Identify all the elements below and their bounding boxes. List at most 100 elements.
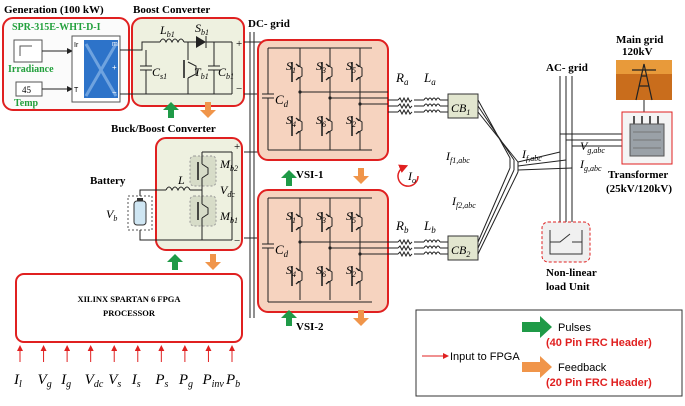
fpga-input-label: Vdc [85, 372, 104, 390]
vsi1-feedback-arrow [353, 168, 369, 184]
buckboost-inductor-icon [165, 186, 191, 192]
pv-module-name: SPR-315E-WHT-D-I [12, 22, 101, 33]
vsi1-switch-2: S3 [316, 59, 333, 82]
vsi2-switch-3: S5 [346, 209, 363, 232]
vsi1-switch-label: S6 [316, 113, 326, 129]
legend-pulses-header: (40 Pin FRC Header) [546, 337, 652, 349]
fpga-block [15, 273, 243, 343]
port-plus: + [112, 63, 117, 72]
mb2-label: Mb2 [219, 157, 238, 173]
buckboost-title: Buck/Boost Converter [111, 123, 216, 135]
cb2-label: CB2 [451, 243, 470, 259]
port-ir: Ir [74, 42, 79, 49]
vsi1-cd-label: Cd [275, 92, 289, 109]
legend-feedback-header: (20 Pin FRC Header) [546, 377, 652, 389]
main-grid-title: Main grid [616, 34, 663, 46]
fpga-input-label: Il [13, 372, 22, 390]
temp-label: Temp [14, 98, 39, 109]
boost-cs-label: Cs1 [152, 65, 167, 81]
buckboost-plus: + [234, 141, 240, 153]
generation-title: Generation (100 kW) [4, 4, 104, 16]
vsi1-switch-label: S2 [346, 113, 356, 129]
buckboost-block [155, 137, 243, 251]
vsi2-switch-label: S6 [316, 263, 326, 279]
temp-value: 45 [22, 85, 32, 95]
boost-minus: − [236, 83, 242, 95]
fpga-input-label: Vg [38, 372, 52, 390]
boost-feedback-arrow [200, 102, 216, 118]
main-grid-voltage: 120kV [622, 46, 653, 58]
irradiance-source [13, 39, 43, 63]
rb-label: Rb [395, 218, 409, 235]
vsi1-switch-label: S3 [316, 59, 326, 75]
vsi1-label: VSI-1 [296, 169, 324, 181]
cb1-label: CB1 [451, 101, 470, 117]
transmission-tower-icon [632, 63, 656, 101]
fpga-input-label: Ig [60, 372, 71, 390]
vsi2-switch-6: S2 [346, 263, 363, 286]
port-minus: − [112, 88, 117, 97]
fpga-input-label: Is [131, 372, 141, 390]
vsi2-pulse-arrow [281, 310, 297, 326]
cb1-breaker [447, 93, 479, 119]
boost-l-label: Lb1 [159, 23, 175, 39]
vsi2-cd-label: Cd [275, 242, 289, 259]
vsi1-switch-label: S4 [286, 113, 296, 129]
vg-label: Vg,abc [580, 139, 605, 155]
buckboost-feedback-arrow [205, 254, 221, 270]
fpga-input-label: Pg [178, 372, 193, 390]
vb-label: Vb [106, 207, 117, 223]
io-label: Io [407, 169, 416, 185]
vdc-label: Vdc [220, 183, 235, 199]
vsi1-switch-1: S1 [286, 59, 303, 82]
mb1-label: Mb1 [219, 209, 238, 225]
fpga-input-label: Pb [225, 372, 240, 390]
boost-t-label: Tb1 [194, 65, 209, 81]
legend-feedback-label: Feedback [558, 362, 607, 374]
vsi2-switch-1: S1 [286, 209, 303, 232]
filter2-three-phase-wires [388, 238, 448, 258]
transformer-title: Transformer [608, 169, 668, 181]
irradiance-label: Irradiance [8, 64, 54, 75]
nonlinear-load-block [541, 221, 591, 263]
transformer-rating: (25kV/120kV) [606, 183, 672, 195]
legend-input-label: Input to FPGA [450, 351, 520, 363]
port-m: m [112, 41, 118, 48]
if1-label: If1,abc [445, 149, 470, 165]
if-wires [517, 151, 573, 171]
filter1-three-phase-wires [388, 96, 448, 116]
boost-diode-icon [196, 36, 206, 48]
fpga-input-label: Pinv [201, 372, 224, 390]
ra-label: Ra [395, 70, 409, 87]
battery-label: Battery [90, 175, 126, 187]
load-title: Non-linear [546, 267, 597, 279]
vsi1-switch-3: S5 [346, 59, 363, 82]
vsi2-feedback-arrow [353, 310, 369, 326]
ac-grid-label: AC- grid [546, 62, 588, 74]
vsi1-switch-4: S4 [286, 113, 303, 136]
pv-panel-reflection [84, 43, 118, 97]
lb-label: Lb [423, 218, 436, 235]
step-signal-icon [19, 45, 32, 56]
buckboost-l-label: L [177, 173, 185, 187]
vsi2-switch-label: S3 [316, 209, 326, 225]
vsi1-switch-label: S5 [346, 59, 356, 75]
buckboost-minus: − [234, 235, 240, 247]
boost-pulse-arrow [163, 102, 179, 118]
vsi2-switch-5: S6 [316, 263, 333, 286]
boost-input-wire [120, 41, 160, 51]
if-label: If,abc [521, 147, 542, 163]
boost-inductor-icon [159, 38, 185, 44]
ig-label: Ig,abc [579, 157, 602, 173]
load-subtitle: load Unit [546, 281, 590, 293]
fpga-subtitle: PROCESSOR [103, 308, 156, 318]
vsi2-switch-label: S5 [346, 209, 356, 225]
vsi2-block [257, 189, 389, 313]
vsi1-pulse-arrow [281, 170, 297, 186]
mb1-switch-box [189, 195, 217, 227]
vsi2-switch-label: S1 [286, 209, 296, 225]
